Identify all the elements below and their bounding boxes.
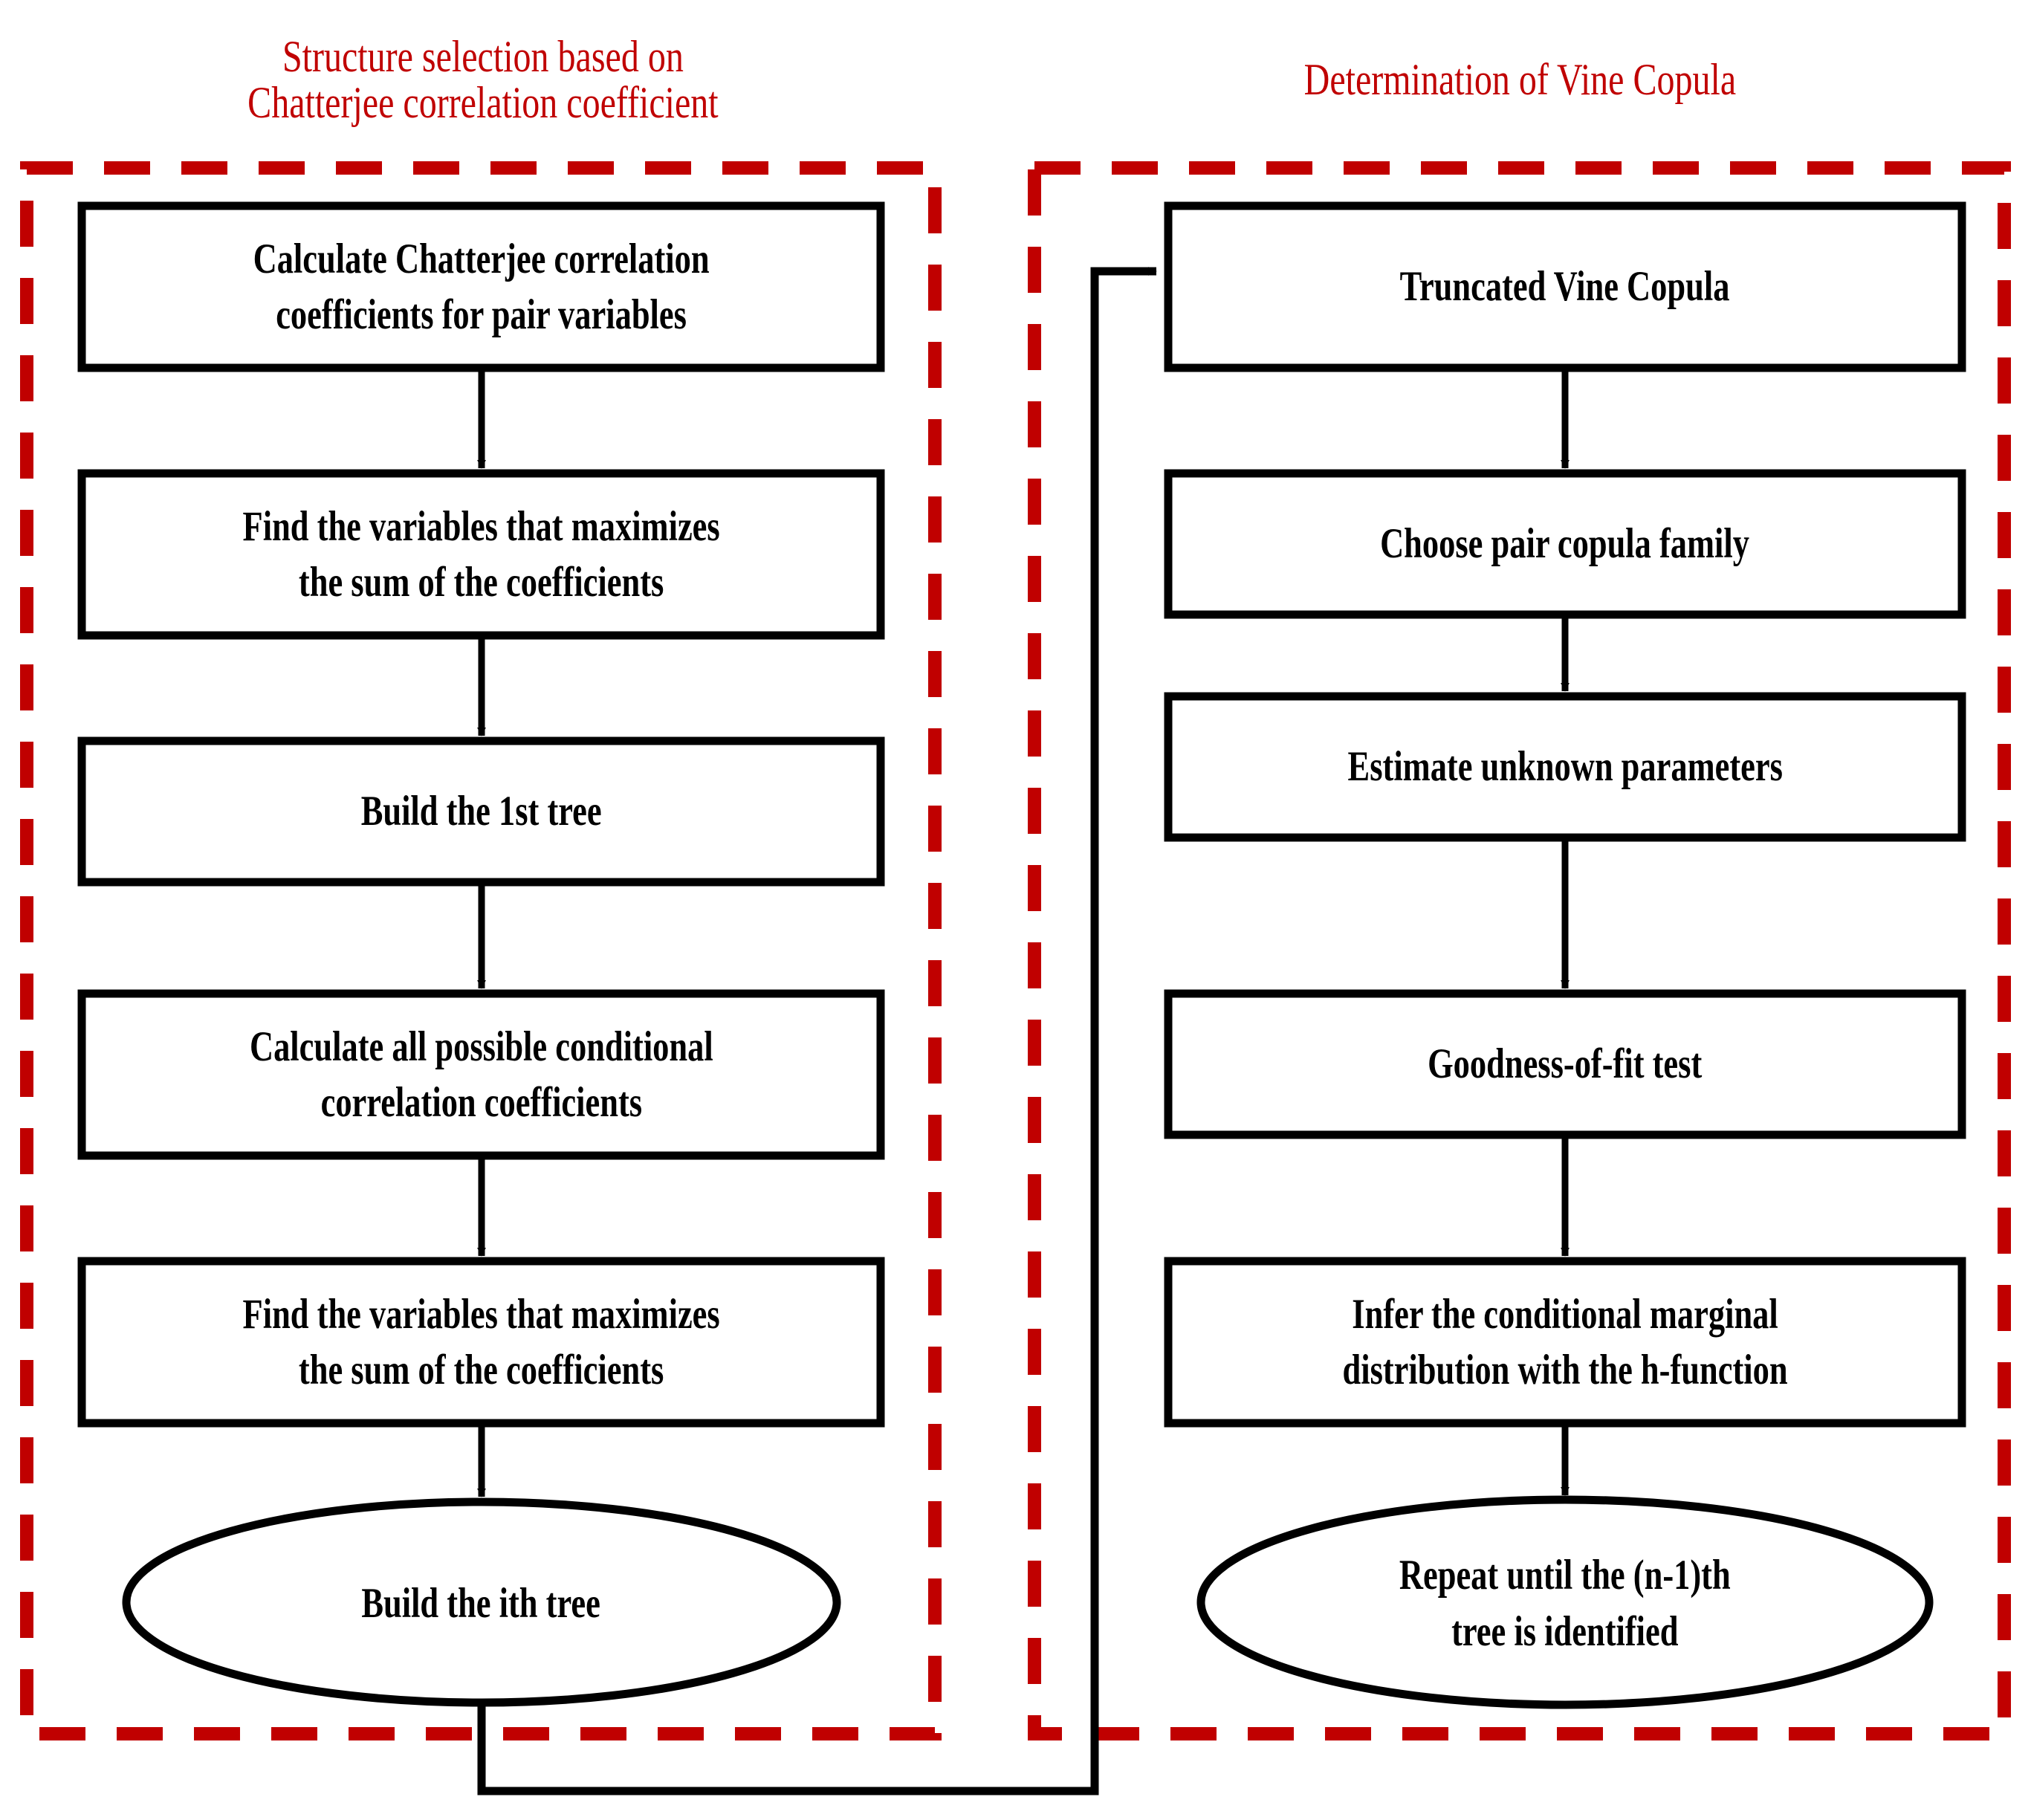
node-label-right-4-wrap: Goodness-of-fit test [1428,1040,1703,1088]
node-label-right-6: Repeat until the (n-1)th tree is identif… [1399,1552,1731,1655]
node-label-right-2: Choose pair copula family [1380,520,1750,568]
panel-title-left: Structure selection based on Chatterjee … [247,32,719,127]
panel-title-right-wrap: Determination of Vine Copula [1303,55,1736,105]
node-label-right-3: Estimate unknown parameters [1347,743,1783,791]
node-box-right-2[interactable] [1164,469,1966,619]
node-ellipse-right-6[interactable] [1196,1495,1934,1709]
node-label-left-6-wrap: Build the ith tree [361,1579,601,1627]
node-label-right-1: Truncated Vine Copula [1400,263,1730,311]
node-label-left-2: Find the variables that maximizes the su… [242,502,720,606]
node-label-right-2-wrap: Choose pair copula family [1380,520,1750,568]
panel-title-right: Determination of Vine Copula [1303,55,1736,105]
node-label-right-6-wrap: Repeat until the (n-1)th tree is identif… [1399,1552,1731,1655]
panel-frame-right [1028,161,2011,1740]
node-label-left-4: Calculate all possible conditional corre… [249,1023,713,1126]
node-box-right-4[interactable] [1164,989,1966,1139]
node-label-left-5-wrap: Find the variables that maximizes the su… [242,1290,720,1393]
node-label-left-6: Build the ith tree [361,1579,601,1627]
node-label-left-2-wrap: Find the variables that maximizes the su… [242,502,720,606]
node-label-left-4-wrap: Calculate all possible conditional corre… [249,1023,713,1126]
node-box-left-5[interactable] [77,1257,885,1428]
node-label-right-5-wrap: Infer the conditional marginal distribut… [1342,1290,1788,1393]
node-label-left-1-wrap: Calculate Chatterjee correlation coeffic… [253,235,710,338]
node-label-left-5: Find the variables that maximizes the su… [242,1290,720,1393]
node-label-right-4: Goodness-of-fit test [1428,1040,1703,1088]
node-label-right-5: Infer the conditional marginal distribut… [1342,1290,1788,1393]
node-box-left-2[interactable] [77,469,885,640]
node-label-left-1: Calculate Chatterjee correlation coeffic… [253,235,710,338]
connector-feedback-loop [477,267,1157,1795]
panel-title-left-wrap: Structure selection based on Chatterjee … [247,32,719,127]
node-label-left-3-wrap: Build the 1st tree [360,788,602,835]
node-label-right-3-wrap: Estimate unknown parameters [1347,743,1783,791]
node-label-left-3: Build the 1st tree [360,788,602,835]
node-box-right-3[interactable] [1164,692,1966,842]
node-label-right-1-wrap: Truncated Vine Copula [1400,263,1730,311]
